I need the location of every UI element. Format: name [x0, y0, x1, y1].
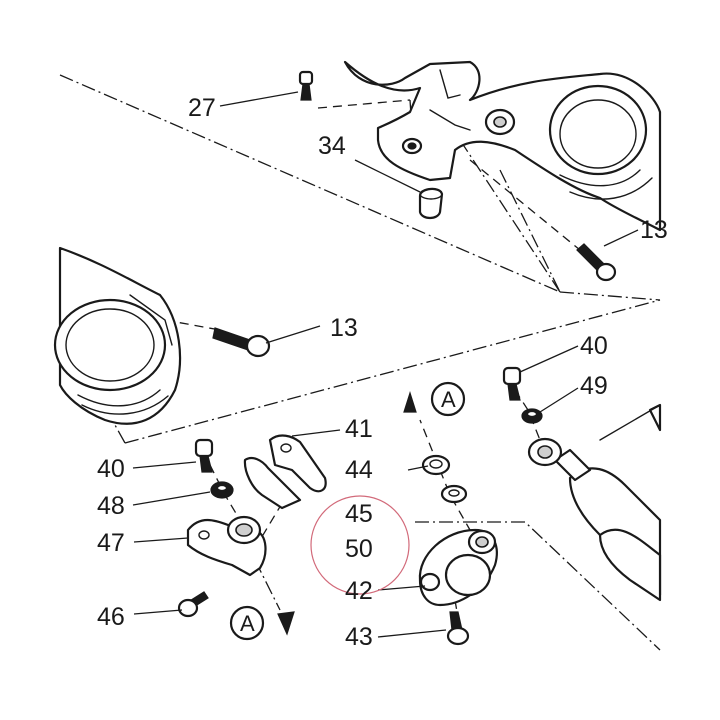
- bolt-43: [446, 611, 470, 646]
- damper-tail-line: [599, 404, 661, 441]
- callout-43: 43: [345, 623, 373, 651]
- tube-left-bore: [53, 298, 167, 392]
- guide-damper-box: [415, 521, 661, 651]
- guide-top-diagonal: [59, 74, 561, 293]
- callout-41: 41: [345, 415, 373, 443]
- screw-27: [298, 70, 314, 101]
- damper-eye-hole: [537, 445, 553, 459]
- callout-44: 44: [345, 456, 373, 484]
- guide-right-diagonal: [559, 291, 661, 301]
- highlight-circle: [310, 495, 410, 595]
- arrow-down-head: [277, 611, 295, 636]
- guide-frame-left: [114, 424, 126, 444]
- direction-arrows: [277, 391, 417, 636]
- guide-screw27: [317, 99, 411, 109]
- bracket-47: [186, 515, 267, 577]
- callout-50: 50: [345, 535, 373, 563]
- fasteners: [177, 70, 617, 646]
- callout-40-bracket: 40: [97, 455, 125, 483]
- bracket-side-hole: [198, 530, 210, 540]
- marker-a-top-circle: [430, 381, 466, 417]
- bolt-46: [177, 591, 209, 618]
- marker-a-bottom: A: [240, 611, 255, 636]
- plate-inner: [243, 456, 302, 510]
- washer-49: [521, 408, 543, 424]
- washer-44: [421, 454, 451, 476]
- callout-40-shock: 40: [580, 332, 608, 360]
- damper-rod: [553, 448, 592, 482]
- yoke-clamp-slot: [559, 169, 641, 187]
- callout-42: 42: [345, 577, 373, 605]
- yoke-stem-hole-inner: [493, 116, 507, 128]
- yoke-tube-bore: [548, 84, 648, 176]
- plate-41: [243, 434, 327, 510]
- callout-46: 46: [97, 603, 125, 631]
- leader-lines: [132, 91, 639, 638]
- marker-a-bottom-circle: [229, 605, 265, 641]
- yoke-tube-bore-inner: [559, 99, 637, 169]
- plate-hole: [280, 443, 292, 453]
- marker-a-top: A: [441, 387, 456, 412]
- callout-48: 48: [97, 492, 125, 520]
- plate-outer: [268, 434, 327, 493]
- clamp-bore: [444, 553, 492, 597]
- damper-tail: [648, 403, 662, 432]
- clamp-42: [418, 528, 498, 607]
- guide-clamp-stack: [439, 469, 471, 531]
- bolt-13-left: [212, 327, 271, 358]
- yoke-screw-hole-dark: [407, 142, 417, 150]
- callout-13-right: 13: [640, 216, 668, 244]
- guide-mid-diagonal: [124, 299, 661, 444]
- callout-45: 45: [345, 500, 373, 528]
- bolt-13-right: [576, 243, 617, 282]
- fork-tube-left: [53, 246, 182, 425]
- triple-clamp: [343, 60, 662, 232]
- callout-27: 27: [188, 94, 216, 122]
- yoke-clamp-slot-2: [569, 177, 653, 200]
- guide-plate-bracket: [259, 489, 291, 541]
- callout-13-left: 13: [330, 314, 358, 342]
- bolt-40-bracket: [194, 438, 214, 473]
- yoke-rib: [439, 69, 461, 99]
- callout-labels: 27 34 13 13 40 49 41 44 40 48 45 47 50 4…: [97, 94, 668, 651]
- guide-bolt13-left: [164, 319, 221, 331]
- callout-49: 49: [580, 372, 608, 400]
- tube-left-bore-inner: [65, 308, 155, 382]
- callout-47: 47: [97, 529, 125, 557]
- plug-34: [418, 187, 444, 220]
- guide-bolt13-right: [469, 159, 581, 251]
- tube-left-slot: [77, 389, 161, 407]
- yoke-rib-2: [429, 109, 471, 131]
- bolt-40-shock: [502, 366, 522, 401]
- damper-sleeve: [598, 528, 662, 602]
- clamp-top-hole: [475, 536, 489, 548]
- callout-34: 34: [318, 132, 346, 160]
- arrow-up-head: [403, 391, 417, 413]
- steering-damper: [527, 403, 662, 602]
- bracket-boss-hole: [235, 523, 253, 537]
- washer-48: [210, 481, 234, 499]
- reference-markers: A A: [229, 381, 466, 641]
- guide-fork-down-2: [499, 169, 561, 293]
- washer-45: [440, 484, 468, 504]
- tube-left-slot-2: [81, 395, 169, 415]
- tube-left-ridge: [129, 294, 173, 346]
- clamp-side-boss: [419, 572, 441, 592]
